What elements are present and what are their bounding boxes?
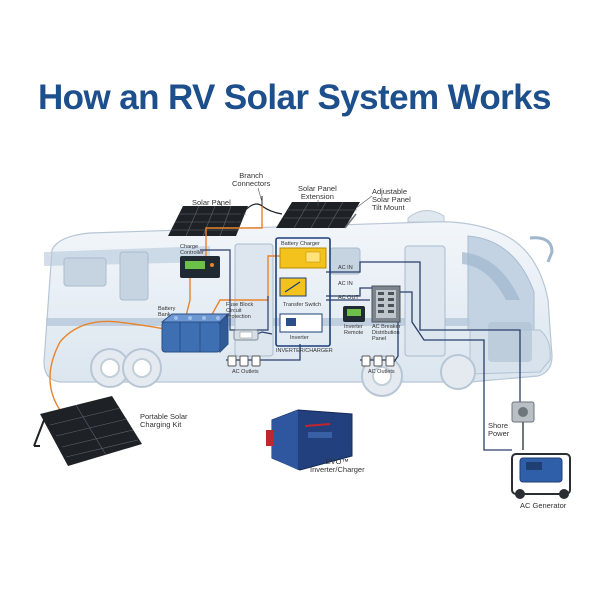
page-title: How an RV Solar System Works [38,78,551,118]
label-charge-controller: Charge Controller [180,244,204,256]
label-ac-breaker-panel: AC Breaker Distribution Panel [372,324,400,342]
label-ac-out: AC OUT [338,295,359,301]
inverter-remote [343,306,365,322]
label-ac-outlets-left: AC Outlets [232,369,259,375]
label-inverter-charger: INVERTER/CHARGER [276,348,333,354]
label-ac-outlets-right: AC Outlets [368,369,395,375]
label-shore-power: Shore Power [488,422,509,438]
label-transfer-switch: Transfer Switch [283,302,321,308]
label-solar-panel-extension: Solar Panel Extension [298,185,337,201]
label-fuse-block: Fuse Block Circuit Protection [226,302,253,320]
label-ac-generator: AC Generator [520,502,566,510]
label-branch-connectors: Branch Connectors [232,172,270,188]
label-battery-charger: Battery Charger [281,241,320,247]
label-solar-panel: Solar Panel [192,199,231,207]
label-ac-in-2: AC IN [338,281,353,287]
label-ac-in-1: AC IN [338,265,353,271]
battery-bank [162,314,228,352]
ac-outlets-left [228,356,260,366]
ac-breaker-panel [372,286,400,322]
label-adjustable-tilt-mount: Adjustable Solar Panel Tilt Mount [372,188,411,212]
shore-power [512,402,534,450]
label-battery-bank: Battery Bank [158,306,175,318]
label-inverter: Inverter [290,335,309,341]
label-inverter-remote: Inverter Remote [344,324,363,336]
ac-outlets-right [362,356,394,366]
portable-solar-kit [34,396,142,466]
charge-controller [180,256,220,278]
label-evo: EVO™ Inverter/Charger [310,458,365,474]
ac-generator [512,454,570,499]
fuse-block [234,330,258,340]
label-portable-kit: Portable Solar Charging Kit [140,413,188,429]
